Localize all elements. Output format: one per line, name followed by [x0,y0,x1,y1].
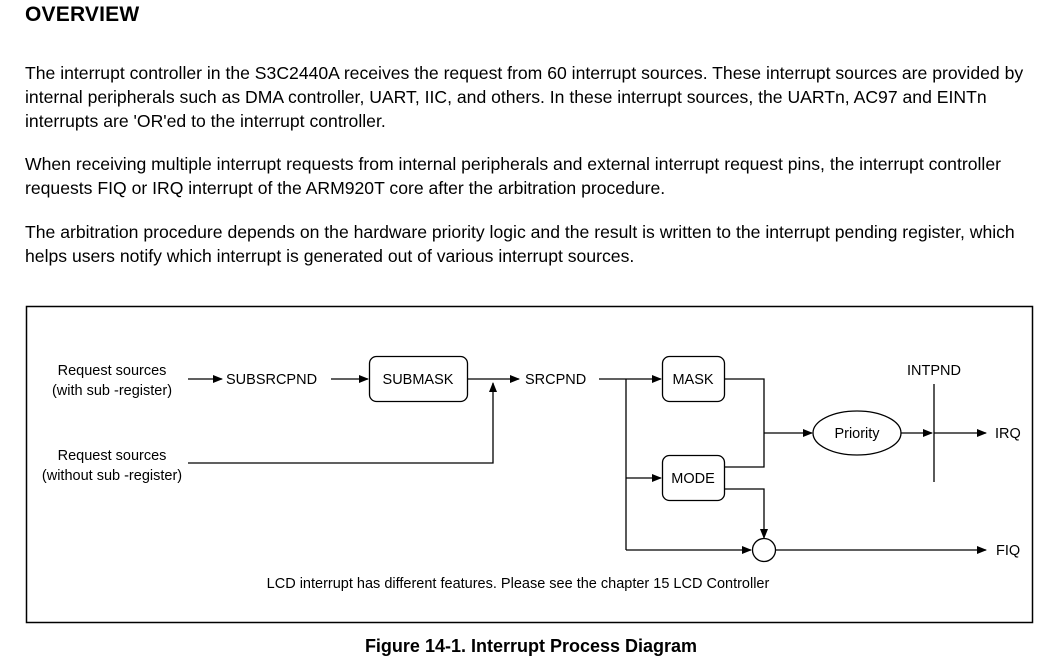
paragraph-arbitration: When receiving multiple interrupt reques… [25,154,1001,198]
source-sub-label-line1: Request sources [58,363,167,379]
line-mask-out [725,378,765,433]
intpnd-label: INTPND [907,363,961,379]
lcd-note: LCD interrupt has different features. Pl… [267,576,770,592]
mask-box [661,355,726,403]
source-nosub-label-line2: (without sub -register) [42,468,182,484]
subsrcpnd-label: SUBSRCPND [226,372,317,388]
mask-label: MASK [672,372,713,388]
fiq-label: FIQ [996,543,1020,559]
diagram-frame [25,305,1034,624]
source-nosub-label-line1: Request sources [58,448,167,464]
figure-caption: Figure 14-1. Interrupt Process Diagram [364,636,698,656]
or-gate-circle [751,537,777,563]
line-mode-to-priority [725,433,765,468]
srcpnd-label: SRCPND [525,372,586,388]
arrow-mode-to-or [725,488,768,539]
page-heading: OVERVIEW [25,3,140,26]
line-nosub-to-srcpnd [188,382,497,464]
submask-box [368,355,469,403]
paragraph-priority-logic: The arbitration procedure depends on the… [25,222,1015,266]
priority-label: Priority [834,426,880,442]
mode-box [661,454,726,502]
submask-label: SUBMASK [383,372,454,388]
irq-label: IRQ [995,426,1021,442]
mode-label: MODE [671,471,715,487]
source-sub-label-line2: (with sub -register) [52,383,172,399]
paragraph-intro: The interrupt controller in the S3C2440A… [25,63,1024,131]
